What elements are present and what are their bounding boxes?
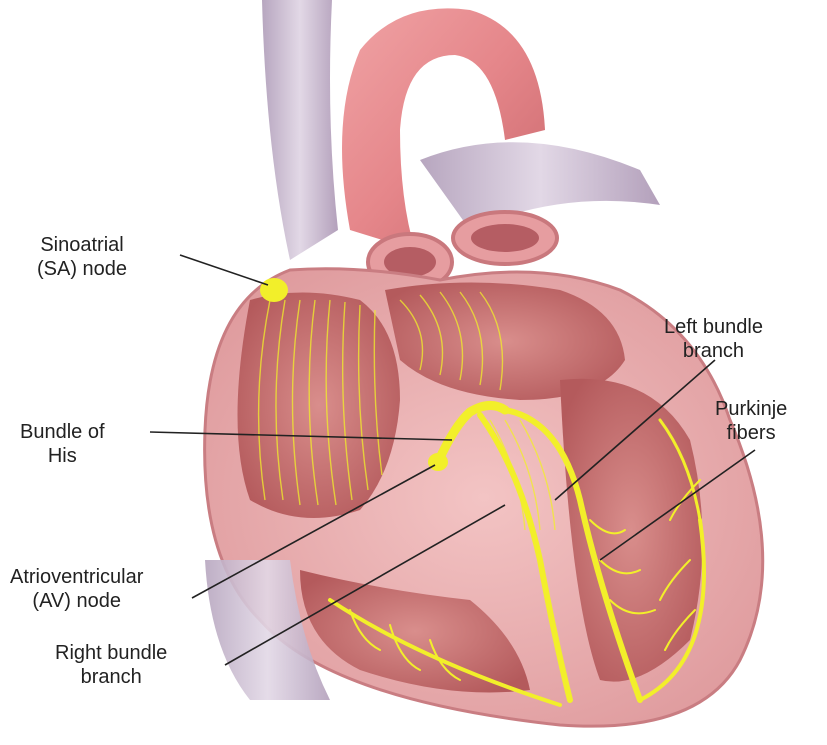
superior-vena-cava xyxy=(262,0,338,260)
sa-node xyxy=(260,278,288,302)
sa-node-leader xyxy=(180,255,268,285)
av-node-label-line2: (AV) node xyxy=(10,589,143,613)
sa-node-label-line2: (SA) node xyxy=(37,257,127,281)
av-node xyxy=(428,453,448,471)
bundle-of-his-label-line1: Bundle of xyxy=(20,420,105,444)
sa-node-label-line1: Sinoatrial xyxy=(37,233,127,257)
left-bundle-branch-label: Left bundle branch xyxy=(664,315,763,363)
av-node-label: Atrioventricular (AV) node xyxy=(10,565,143,613)
right-bundle-branch-label: Right bundle branch xyxy=(55,641,167,689)
bundle-of-his-label: Bundle of His xyxy=(20,420,105,468)
left-bundle-branch-label-line1: Left bundle xyxy=(664,315,763,339)
sa-node-label: Sinoatrial (SA) node xyxy=(37,233,127,281)
bundle-of-his-label-line2: His xyxy=(20,444,105,468)
right-bundle-branch-label-line2: branch xyxy=(55,665,167,689)
left-bundle-branch-label-line2: branch xyxy=(664,339,763,363)
right-bundle-branch-label-line1: Right bundle xyxy=(55,641,167,665)
purkinje-fibers-label: Purkinje fibers xyxy=(715,397,787,445)
av-node-label-line1: Atrioventricular xyxy=(10,565,143,589)
purkinje-fibers-label-line2: fibers xyxy=(715,421,787,445)
purkinje-fibers-label-line1: Purkinje xyxy=(715,397,787,421)
